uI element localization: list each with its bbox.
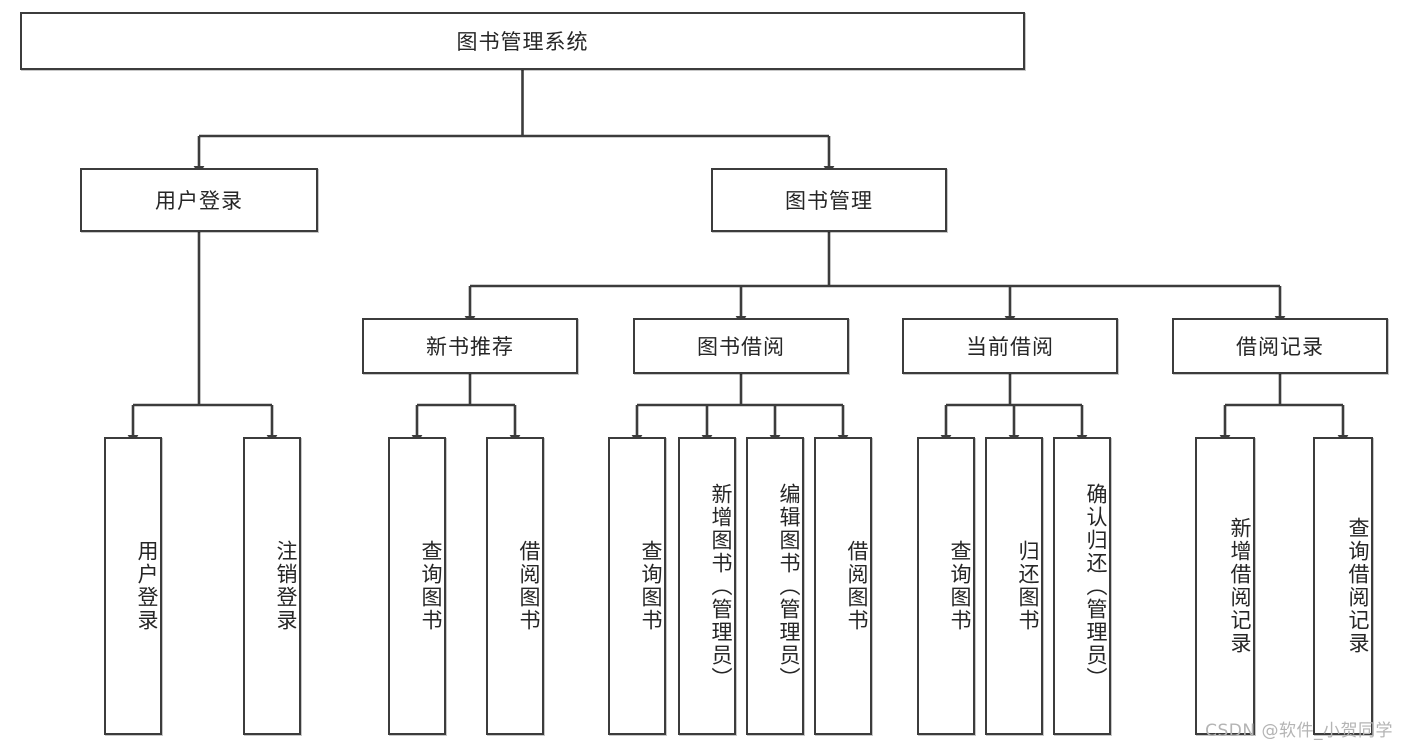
node-label: 当前借阅 xyxy=(966,335,1054,359)
node-new-book-recommend[interactable]: 新书推荐 xyxy=(362,318,578,374)
node-label: 注销登录 xyxy=(274,540,298,632)
node-leaf-query-book-3[interactable]: 查询图书 xyxy=(917,437,975,735)
node-book-borrow[interactable]: 图书借阅 xyxy=(633,318,849,374)
node-label: 确认归还（管理员） xyxy=(1084,482,1108,690)
node-leaf-borrow-book-2[interactable]: 借阅图书 xyxy=(814,437,872,735)
node-leaf-return-book[interactable]: 归还图书 xyxy=(985,437,1043,735)
node-leaf-logout[interactable]: 注销登录 xyxy=(243,437,301,735)
node-label: 新书推荐 xyxy=(426,335,514,359)
watermark-text: CSDN @软件_小贺同学 xyxy=(1205,721,1393,741)
node-current-borrow[interactable]: 当前借阅 xyxy=(902,318,1118,374)
node-leaf-confirm-return[interactable]: 确认归还（管理员） xyxy=(1053,437,1111,735)
node-user-login[interactable]: 用户登录 xyxy=(80,168,318,232)
node-label: 查询图书 xyxy=(948,540,972,632)
node-borrow-record[interactable]: 借阅记录 xyxy=(1172,318,1388,374)
node-label: 编辑图书（管理员） xyxy=(777,482,801,690)
node-label: 借阅图书 xyxy=(845,540,869,632)
node-book-manage[interactable]: 图书管理 xyxy=(711,168,947,232)
node-leaf-borrow-book-1[interactable]: 借阅图书 xyxy=(486,437,544,735)
node-leaf-query-record[interactable]: 查询借阅记录 xyxy=(1313,437,1373,735)
node-leaf-add-book[interactable]: 新增图书（管理员） xyxy=(678,437,736,735)
node-leaf-add-record[interactable]: 新增借阅记录 xyxy=(1195,437,1255,735)
node-leaf-query-book-2[interactable]: 查询图书 xyxy=(608,437,666,735)
node-label: 借阅图书 xyxy=(517,540,541,632)
node-leaf-query-book-1[interactable]: 查询图书 xyxy=(388,437,446,735)
node-label: 图书管理系统 xyxy=(456,30,589,54)
node-label: 查询图书 xyxy=(639,540,663,632)
node-leaf-edit-book[interactable]: 编辑图书（管理员） xyxy=(746,437,804,735)
node-label: 归还图书 xyxy=(1016,540,1040,632)
node-label: 查询借阅记录 xyxy=(1346,517,1370,655)
node-label: 查询图书 xyxy=(419,540,443,632)
node-label: 新增图书（管理员） xyxy=(709,482,733,690)
node-leaf-user-login[interactable]: 用户登录 xyxy=(104,437,162,735)
node-root[interactable]: 图书管理系统 xyxy=(20,12,1025,70)
node-label: 图书管理 xyxy=(785,189,873,213)
node-label: 新增借阅记录 xyxy=(1228,517,1252,655)
node-label: 借阅记录 xyxy=(1236,335,1324,359)
node-label: 图书借阅 xyxy=(697,335,785,359)
node-label: 用户登录 xyxy=(135,540,159,632)
node-label: 用户登录 xyxy=(155,189,243,213)
